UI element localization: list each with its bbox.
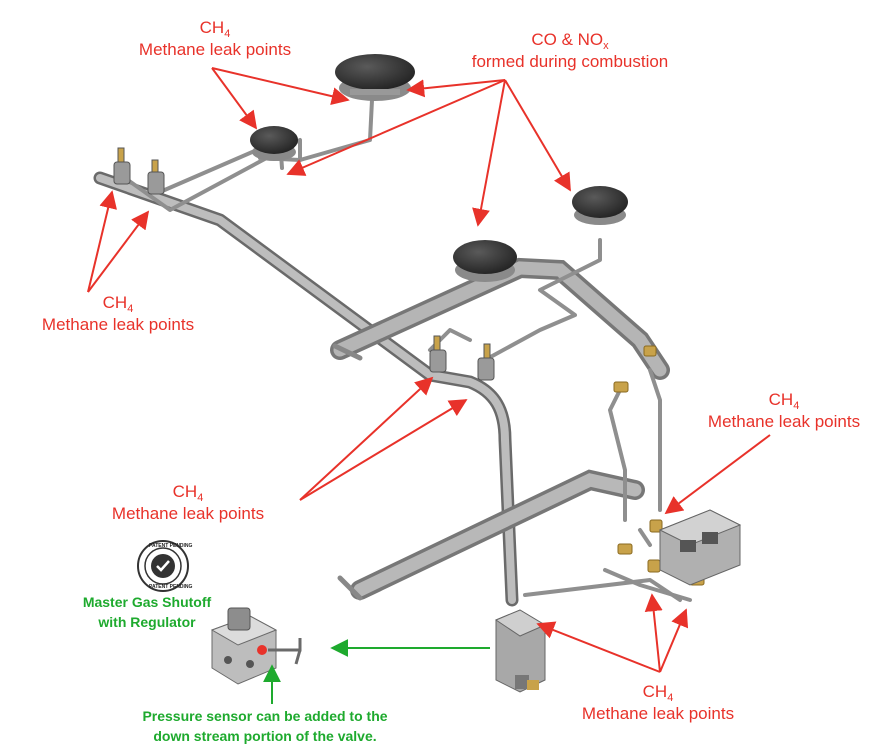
seal-bottom-text: PATENT PENDING — [149, 584, 193, 590]
label-top-left: CH4 Methane leak points — [120, 18, 310, 60]
sensor-line2: down stream portion of the valve. — [153, 728, 377, 744]
label-subscript: 4 — [224, 28, 231, 40]
label-formula: CH — [199, 18, 225, 37]
label-subscript: 4 — [127, 303, 134, 315]
label-mid-left: CH4 Methane leak points — [18, 293, 218, 335]
label-text: Methane leak points — [707, 412, 861, 431]
label-line1: CO & NO — [531, 30, 604, 49]
label-formula: CH — [172, 482, 198, 501]
label-subscript: x — [603, 40, 609, 52]
supply-tubes — [123, 98, 692, 602]
label-center: CH4 Methane leak points — [90, 482, 286, 524]
label-right: CH4 Methane leak points — [686, 390, 882, 432]
label-formula: CH — [102, 293, 128, 312]
highlight-arrows — [263, 639, 490, 704]
sensor-line1: Pressure sensor can be added to the — [142, 708, 388, 724]
label-formula: CH — [642, 682, 668, 701]
label-text: Methane leak points — [111, 504, 265, 523]
label-text: Methane leak points — [581, 704, 735, 723]
manifold-valves — [113, 147, 495, 381]
label-text: Methane leak points — [41, 315, 195, 334]
burner-small-left — [250, 126, 298, 161]
burner-tubes — [330, 257, 670, 601]
seal-top-text: PATENT PENDING — [149, 543, 193, 549]
manifold-shutoff-valve — [494, 609, 547, 693]
annotation-arrows — [87, 67, 771, 673]
burner-large-back — [335, 54, 415, 101]
sensor-caption: Pressure sensor can be added to the down… — [110, 706, 420, 746]
shutoff-line1: Master Gas Shutoff — [82, 594, 212, 610]
oven-valve-block — [658, 509, 742, 586]
label-top-right: CO & NOx formed during combustion — [440, 30, 700, 72]
label-subscript: 4 — [197, 492, 204, 504]
main-manifold-pipe — [93, 171, 519, 607]
label-formula: CH — [768, 390, 794, 409]
label-line2: formed during combustion — [471, 52, 669, 71]
burner-large-front — [453, 240, 517, 282]
patent-pending-seal-icon — [137, 540, 189, 592]
label-subscript: 4 — [793, 400, 800, 412]
label-bottom-right: CH4 Methane leak points — [560, 682, 756, 724]
burner-small-right — [572, 186, 628, 225]
label-text: Methane leak points — [138, 40, 292, 59]
shutoff-caption: Master Gas Shutoff with Regulator — [62, 592, 232, 632]
shutoff-line2: with Regulator — [98, 614, 196, 630]
label-subscript: 4 — [667, 692, 674, 704]
